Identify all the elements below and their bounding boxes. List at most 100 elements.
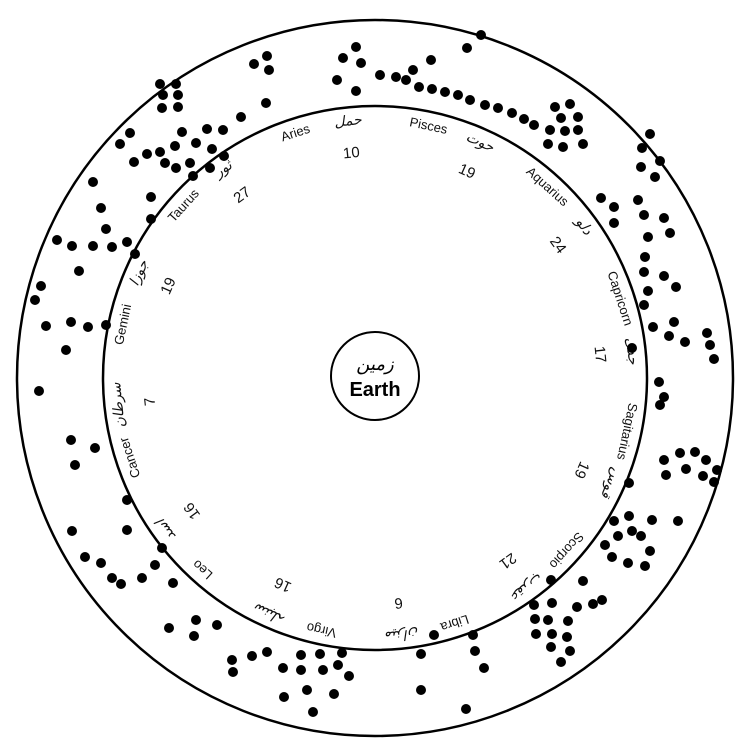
star-dot [578,576,588,586]
star-dot [675,448,685,458]
star-dot [36,281,46,291]
star-dot [101,320,111,330]
star-dot [228,667,238,677]
star-dot [30,295,40,305]
star-dot [647,515,657,525]
star-dot [158,90,168,100]
star-dot [356,58,366,68]
star-dot [543,139,553,149]
star-dot [470,646,480,656]
star-dot [609,202,619,212]
star-dot [375,70,385,80]
sign-urdu-label: جوزا [127,257,153,288]
star-dot [627,343,637,353]
star-count-number: 7 [141,397,159,407]
star-dot [296,650,306,660]
star-dot [640,561,650,571]
star-dot [596,193,606,203]
star-dot [645,546,655,556]
star-count-number: 27 [230,183,253,207]
star-dot [155,79,165,89]
star-dot [637,143,647,153]
star-dot [623,558,633,568]
star-count-number: 16 [180,499,204,522]
star-dot [247,651,257,661]
star-dot [261,98,271,108]
star-dot [588,599,598,609]
star-dot [507,108,517,118]
star-dot [189,631,199,641]
sign-english-label: Capricorn [605,269,637,327]
star-dot [344,671,354,681]
star-dot [556,657,566,667]
sign-urdu-label: حمل [334,112,363,131]
star-dot [709,477,719,487]
star-dot [171,79,181,89]
star-dot [202,124,212,134]
star-dot [493,103,503,113]
star-dot [173,90,183,100]
star-dot [709,354,719,364]
star-dot [191,138,201,148]
star-dot [639,267,649,277]
star-dot [130,249,140,259]
sign-english-label: Aquarius [524,164,573,210]
star-dot [648,322,658,332]
sign-english-label: Libra [438,612,471,635]
star-dot [185,158,195,168]
earth-english-label: Earth [349,379,400,401]
star-dot [529,600,539,610]
star-dot [546,575,556,585]
star-count-number: 19 [456,160,478,182]
star-dot [529,120,539,130]
star-dot [207,144,217,154]
star-dot [122,237,132,247]
star-dot [654,377,664,387]
star-dot [609,516,619,526]
star-dot [562,632,572,642]
star-dot [278,663,288,673]
sign-urdu-label: دلو [571,213,596,239]
star-dot [545,125,555,135]
star-dot [308,707,318,717]
star-dot [609,218,619,228]
star-dot [690,447,700,457]
sign-english-label: Pisces [408,114,449,137]
star-dot [468,630,478,640]
star-dot [640,252,650,262]
star-dot [607,552,617,562]
star-dot [659,213,669,223]
star-dot [563,616,573,626]
star-dot [249,59,259,69]
star-dot [173,102,183,112]
star-dot [116,579,126,589]
star-dot [90,443,100,453]
star-dot [416,649,426,659]
star-dot [160,158,170,168]
star-dot [426,55,436,65]
star-dot [329,689,339,699]
star-dot [218,125,228,135]
star-dot [712,465,722,475]
star-dot [550,102,560,112]
star-dot [414,82,424,92]
star-dot [80,552,90,562]
star-dot [171,163,181,173]
star-dot [624,478,634,488]
star-dot [673,516,683,526]
star-count-number: 19 [157,275,179,297]
star-dot [67,526,77,536]
sign-urdu-label: سرطان [108,381,129,428]
star-dot [333,660,343,670]
star-dot [351,86,361,96]
star-dot [462,43,472,53]
star-dot [188,171,198,181]
star-dot [572,602,582,612]
star-dot [573,125,583,135]
star-dot [480,100,490,110]
star-dot [427,84,437,94]
star-dot [669,317,679,327]
star-dot [565,99,575,109]
star-dot [351,42,361,52]
star-dot [530,614,540,624]
